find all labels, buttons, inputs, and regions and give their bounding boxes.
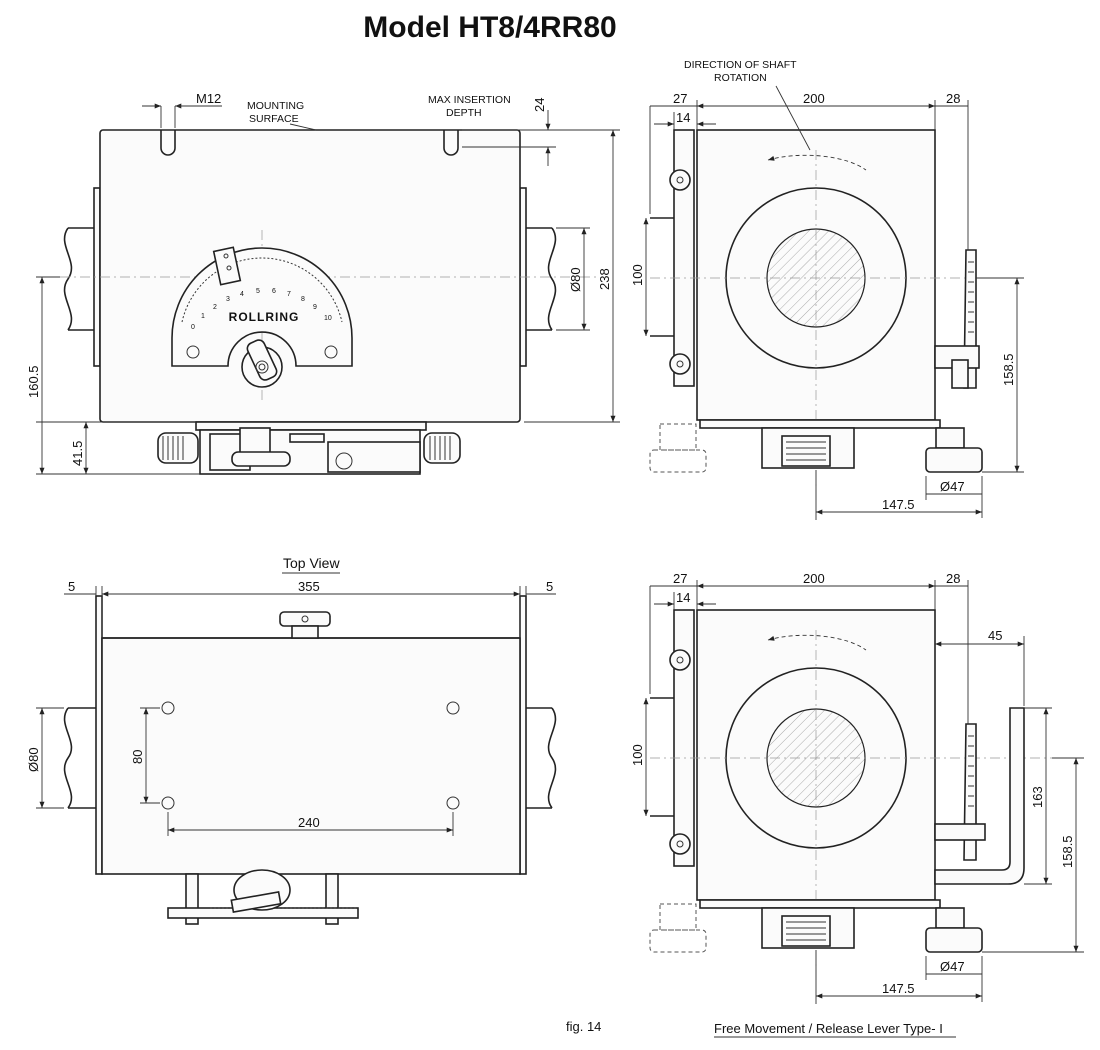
dim-depth: 24 [532, 98, 547, 112]
drawing-title: Model HT8/4RR80 [363, 11, 616, 44]
brand-logo-text: ROLLRING [229, 310, 300, 324]
mounting-surface-label-1: MOUNTING [247, 100, 304, 112]
dim-plate: 14 [676, 110, 690, 125]
dim-inner-height-b: 100 [630, 744, 645, 766]
dim-foot-dia-b: Ø47 [940, 959, 965, 974]
scale-10: 10 [324, 315, 332, 322]
dim-shaft-dia: Ø80 [568, 267, 583, 292]
top-view: Top View 5 355 [26, 555, 557, 925]
scale-1: 1 [201, 313, 205, 320]
scale-3: 3 [226, 296, 230, 303]
figure-label: fig. 14 [566, 1019, 601, 1034]
dim-hole-spacing-y: 80 [130, 750, 145, 764]
side-view-top: DIRECTION OF SHAFT ROTATION 27 200 28 14… [630, 59, 1024, 520]
scale-6: 6 [272, 288, 276, 295]
figure-caption: Free Movement / Release Lever Type- I [714, 1021, 943, 1036]
dim-height: 238 [597, 268, 612, 290]
scale-7: 7 [287, 291, 291, 298]
front-view: ROLLRING 0 1 2 3 4 5 6 7 8 9 10 [26, 91, 620, 475]
dim-width: 200 [803, 91, 825, 106]
rotation-label-2: ROTATION [714, 72, 767, 84]
rotation-label-1: DIRECTION OF SHAFT [684, 59, 797, 71]
dim-lever-reach: 45 [988, 628, 1002, 643]
dim-right-gap: 5 [546, 579, 553, 594]
dim-left-gap: 5 [68, 579, 75, 594]
mounting-surface-label-2: SURFACE [249, 113, 299, 125]
top-view-label: Top View [283, 555, 340, 571]
dim-hole-spacing-x: 240 [298, 815, 320, 830]
scale-8: 8 [301, 296, 305, 303]
scale-numbers: 0 1 2 3 4 5 6 7 8 9 10 [191, 288, 332, 331]
max-insertion-label-2: DEPTH [446, 107, 482, 119]
scale-9: 9 [313, 304, 317, 311]
dim-lever-height: 158.5 [1001, 353, 1016, 386]
dim-thread: M12 [196, 91, 221, 106]
dim-foot-dia: Ø47 [940, 479, 965, 494]
dim-width-b: 200 [803, 571, 825, 586]
dim-inner-height: 100 [630, 264, 645, 286]
dim-foot-offset-b: 147.5 [882, 981, 915, 996]
dim-right-offset-b: 28 [946, 571, 960, 586]
side-view-bottom: 27 200 28 14 45 100 163 158.5 Ø47 147.5 [630, 571, 1084, 1004]
scale-2: 2 [213, 304, 217, 311]
dim-foot-offset: 147.5 [882, 497, 915, 512]
dim-axis-height: 160.5 [26, 365, 41, 398]
dim-lever-height-b: 158.5 [1060, 835, 1075, 868]
dim-right-offset: 28 [946, 91, 960, 106]
scale-0: 0 [191, 324, 195, 331]
dim-base-height: 41.5 [70, 441, 85, 466]
scale-4: 4 [240, 291, 244, 298]
dim-length: 355 [298, 579, 320, 594]
dim-plate-b: 14 [676, 590, 690, 605]
scale-5: 5 [256, 288, 260, 295]
dim-left-offset: 27 [673, 91, 687, 106]
dim-shaft-dia-top: Ø80 [26, 747, 41, 772]
dim-lever-length: 163 [1030, 786, 1045, 808]
max-insertion-label-1: MAX INSERTION [428, 94, 511, 106]
dim-left-offset-b: 27 [673, 571, 687, 586]
